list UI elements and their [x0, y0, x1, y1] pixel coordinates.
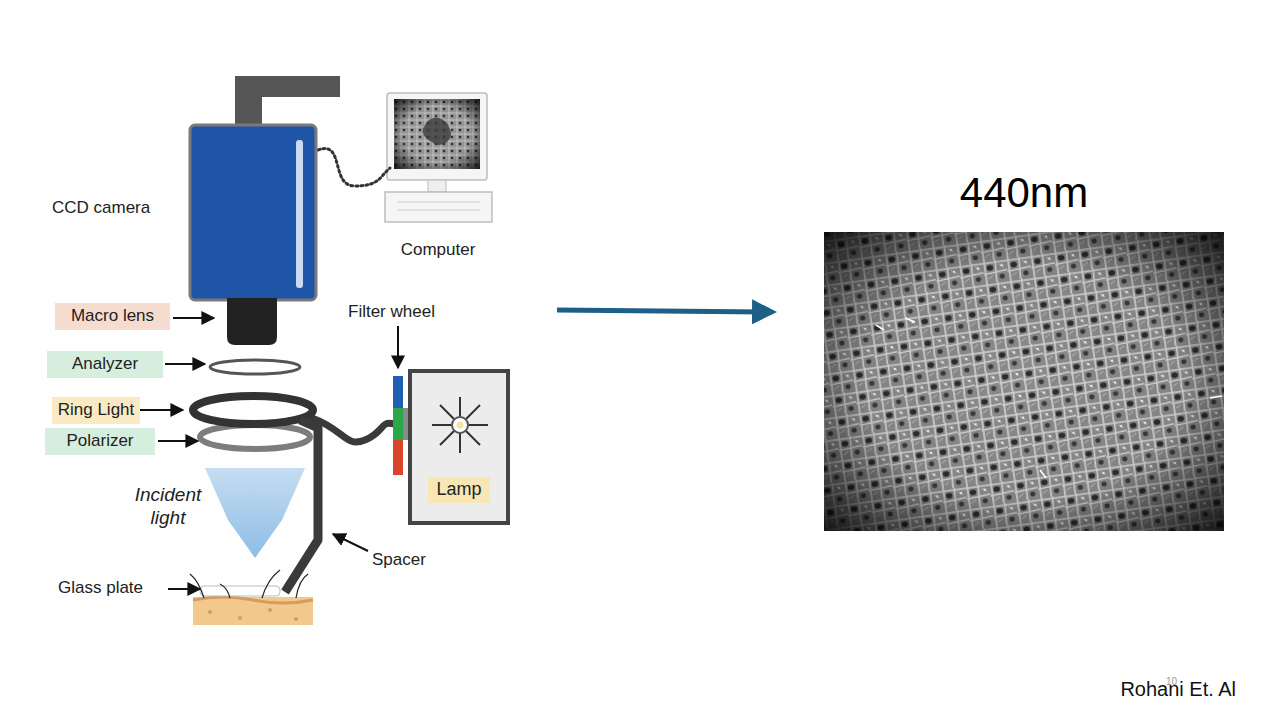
- leader-arrow: [168, 588, 200, 590]
- filter-wheel: [393, 408, 403, 440]
- computer-icon: [397, 202, 480, 210]
- computer-icon: [394, 99, 480, 169]
- skin-sample: [238, 616, 242, 620]
- part-label: Glass plate: [58, 578, 168, 598]
- part-label: Analyzer: [47, 351, 163, 378]
- spacer-arm: [285, 420, 318, 592]
- ccd-camera: [190, 76, 340, 300]
- leader-arrow: [333, 534, 368, 551]
- lamp-housing: [457, 422, 464, 429]
- ring-light: [193, 396, 313, 424]
- filter-wheel: [393, 440, 403, 475]
- part-label: Computer: [388, 240, 488, 260]
- leader-arrow: [165, 363, 205, 365]
- skin-micrograph: [876, 318, 1222, 478]
- computer-icon: [385, 93, 492, 222]
- skin-micrograph: [824, 232, 1224, 531]
- part-name: Ring Light: [58, 400, 135, 420]
- computer-icon: [428, 180, 446, 192]
- flow-arrow: [557, 310, 772, 312]
- leader-arrow: [173, 317, 214, 319]
- data-cable: [318, 149, 390, 186]
- leader-arrow: [158, 440, 198, 442]
- part-name: Macro lens: [71, 306, 154, 326]
- panel-heading: 440nm: [960, 168, 1088, 218]
- part-label: Incident light: [122, 484, 214, 530]
- skin-micrograph: [824, 232, 1224, 531]
- macro-lens: [227, 298, 277, 345]
- image-panel: 440nm: [824, 168, 1224, 531]
- flow-arrow: [557, 310, 772, 312]
- skin-micrograph: [824, 232, 1224, 531]
- computer-icon: [394, 99, 480, 169]
- analyzer-ring: [210, 360, 300, 374]
- data-cable: [318, 149, 390, 186]
- skin-sample: [200, 586, 280, 596]
- part-name: Polarizer: [66, 431, 133, 451]
- part-label: Spacer: [372, 550, 452, 570]
- lamp-housing: [452, 417, 468, 433]
- lamp-housing: [432, 397, 488, 453]
- fiber-cable: [312, 418, 394, 442]
- lamp-housing: [410, 371, 508, 523]
- part-label: CCD camera: [52, 198, 182, 218]
- skin-sample: [294, 617, 298, 621]
- skin-sample: [208, 610, 212, 614]
- incident-light-beam: [205, 468, 305, 558]
- macro-lens: [227, 298, 277, 345]
- leader-arrow: [397, 326, 399, 368]
- ccd-camera: [190, 125, 316, 300]
- part-label: Ring Light: [52, 397, 140, 424]
- part-name: Analyzer: [72, 354, 138, 374]
- analyzer-ring: [210, 360, 300, 374]
- skin-sample: [193, 597, 313, 603]
- fiber-cable: [312, 418, 394, 442]
- spacer-arm: [285, 420, 318, 592]
- skin-sample: [193, 597, 313, 625]
- computer-icon: [423, 118, 451, 145]
- part-label: Polarizer: [45, 428, 155, 455]
- ccd-camera: [296, 140, 303, 288]
- skin-sample: [190, 570, 313, 625]
- skin-sample: [190, 570, 308, 598]
- ring-light: [193, 396, 313, 424]
- lamp-housing: [432, 397, 488, 453]
- computer-icon: [385, 192, 492, 222]
- part-label: Filter wheel: [348, 302, 468, 322]
- incident-light-beam: [205, 468, 305, 558]
- leader-arrow: [140, 318, 398, 589]
- polarizer-ring: [200, 425, 310, 449]
- footer-text: Rohani Et. Al: [1040, 677, 1236, 701]
- lamp-box: Lamp: [408, 369, 510, 525]
- part-label: Macro lens: [55, 303, 170, 330]
- footer-text: 10: [1166, 676, 1186, 688]
- lamp-label: Lamp: [428, 477, 489, 503]
- computer-icon: [387, 93, 487, 180]
- lamp-housing: [410, 371, 508, 523]
- filter-wheel: [393, 376, 403, 408]
- skin-sample: [268, 608, 272, 612]
- leader-arrow: [140, 409, 183, 411]
- polarizer-ring: [200, 425, 310, 449]
- ccd-camera: [235, 76, 340, 127]
